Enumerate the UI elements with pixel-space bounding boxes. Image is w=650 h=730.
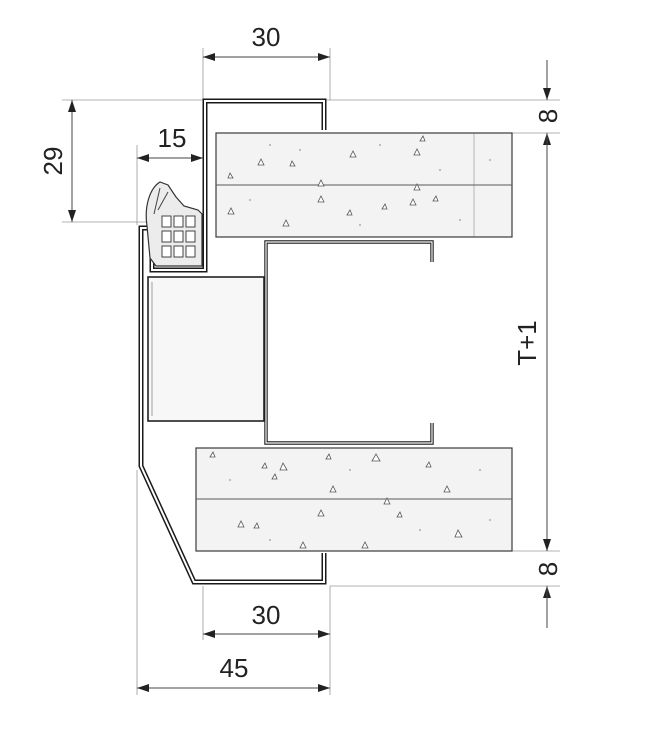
- dimension-top-gap: 8: [533, 60, 563, 160]
- dimension-bottom-width: 30: [203, 600, 330, 638]
- dimension-rebate-depth: 29: [38, 100, 76, 222]
- dimension-bottom-gap: 8: [533, 562, 563, 628]
- top-gap-label: 8: [533, 109, 563, 123]
- gasket-offset-label: 15: [158, 123, 187, 153]
- frame-insert: [147, 276, 265, 422]
- rebate-depth-label: 29: [38, 147, 68, 176]
- bottom-gap-label: 8: [533, 562, 563, 576]
- top-wall-board: [215, 132, 513, 238]
- overall-width-label: 45: [220, 653, 249, 683]
- bottom-wall-board: [195, 447, 513, 552]
- dimension-gasket-offset: 15: [137, 123, 203, 162]
- top-width-label: 30: [252, 22, 281, 52]
- wall-thickness-label: T+1: [512, 320, 542, 366]
- dimension-top-width: 30: [203, 22, 330, 61]
- bottom-width-label: 30: [252, 600, 281, 630]
- rubber-gasket: [145, 181, 203, 267]
- steel-stud: [264, 240, 434, 445]
- dimension-wall-thickness: T+1: [512, 133, 551, 551]
- dimension-overall-width: 45: [137, 653, 330, 692]
